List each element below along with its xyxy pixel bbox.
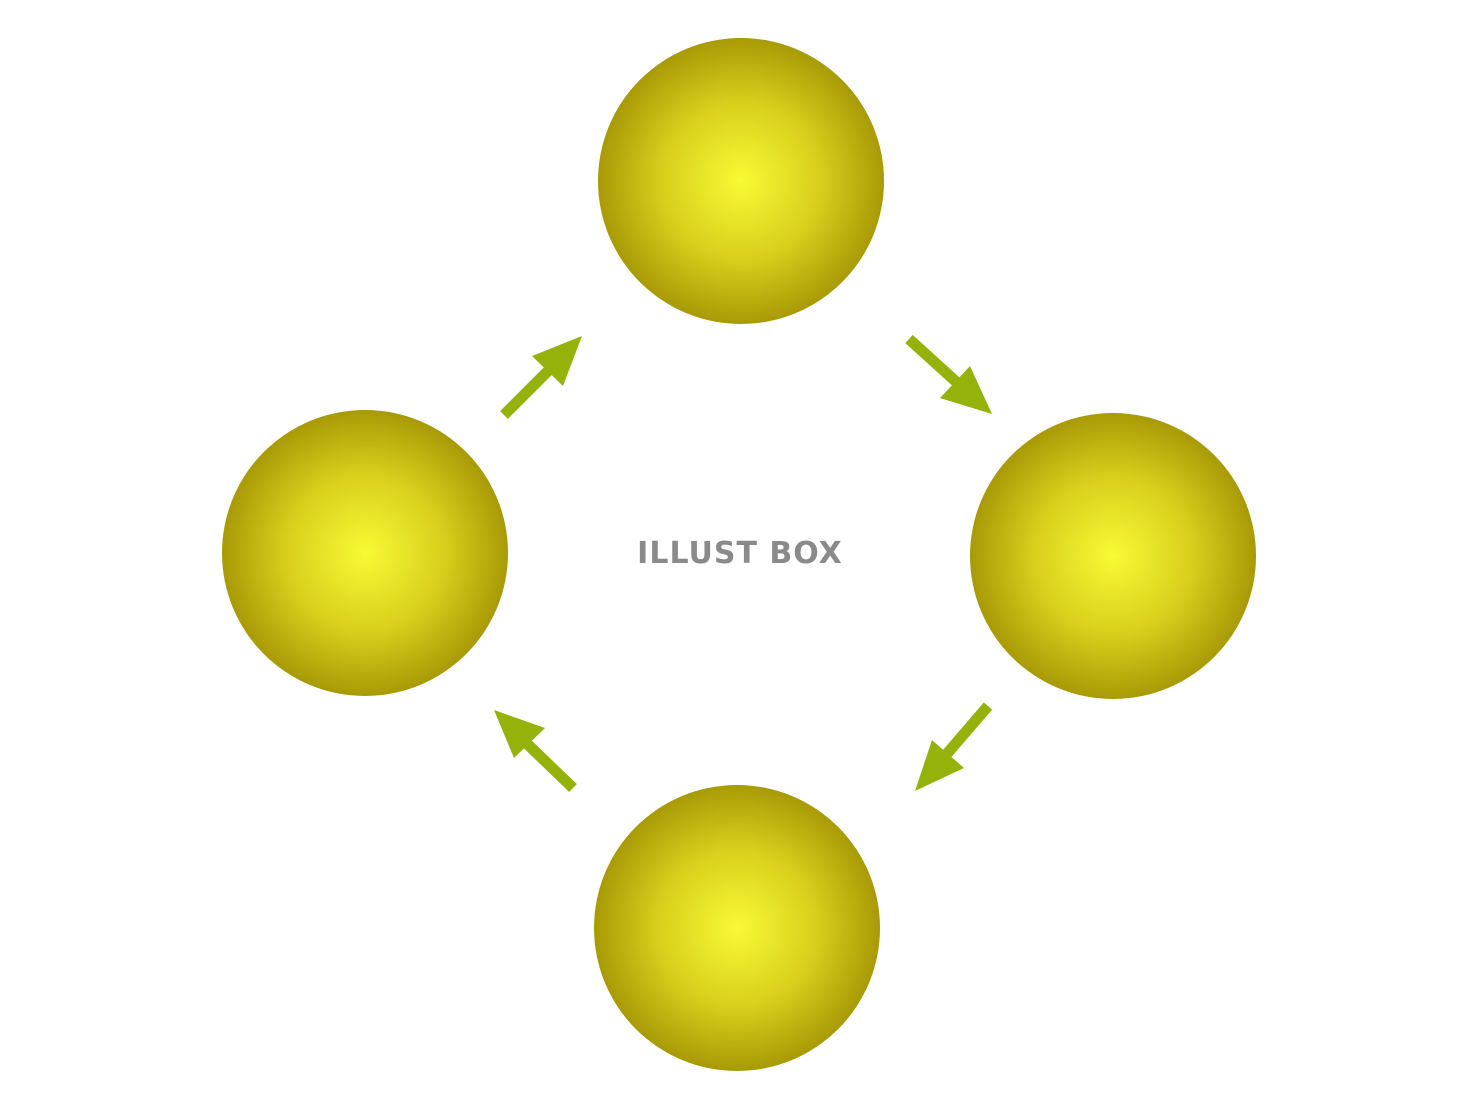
arrow-top-to-right <box>905 334 992 414</box>
watermark-text: ILLUST BOX <box>637 536 843 571</box>
sphere-right <box>970 413 1256 699</box>
sphere-top <box>598 38 884 324</box>
arrow-right-to-bottom <box>915 702 993 791</box>
sphere-left <box>222 410 508 696</box>
sphere-bottom <box>594 785 880 1071</box>
arrow-left-to-top <box>500 336 582 419</box>
arrow-bottom-to-left <box>494 710 577 792</box>
